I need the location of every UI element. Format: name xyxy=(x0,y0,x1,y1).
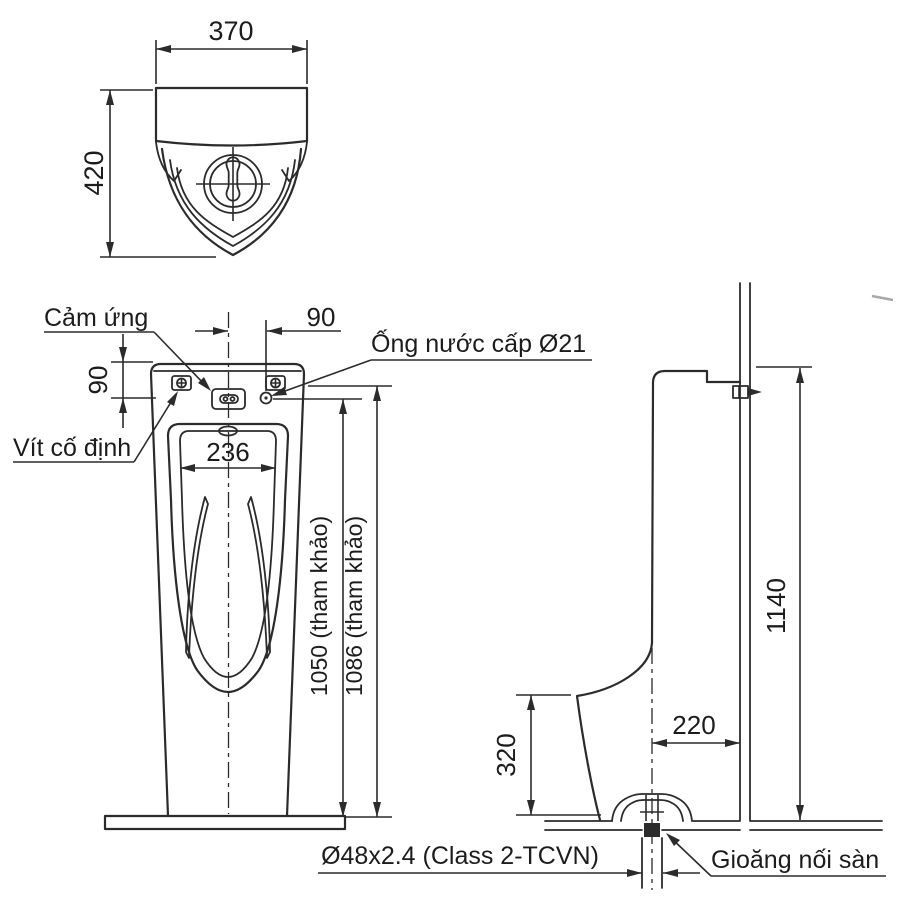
dim-1086-text: 1086 (tham khảo) xyxy=(341,516,367,696)
dim-90v-extension-lines xyxy=(111,361,156,399)
front-fixing-screw-left xyxy=(171,375,192,391)
dim-320-arrow-bottom xyxy=(527,800,535,815)
top-view-drain-slot xyxy=(225,156,241,202)
dim-1050-text: 1050 (tham khảo) xyxy=(306,516,332,696)
label-screw-leader xyxy=(133,393,177,463)
top-view-bowl-inner-2 xyxy=(176,167,289,238)
label-supply-leader xyxy=(273,359,372,396)
dim-320-extension-lines xyxy=(516,694,601,816)
label-supply-arrow xyxy=(271,387,287,396)
dim-90h-text: 90 xyxy=(307,302,336,332)
front-bowl-rim-inner xyxy=(179,430,277,678)
dim-236-arrow-right xyxy=(261,464,276,472)
label-sensor-leader xyxy=(153,331,208,388)
dim-90v-arrow-top xyxy=(119,347,127,362)
dim-370-extension-lines xyxy=(155,40,308,84)
dim-320-text: 320 xyxy=(491,733,521,776)
dim-370-arrow-left xyxy=(156,45,171,53)
dim-1140-arrow-top xyxy=(796,368,804,383)
dim-90h-arrow-left xyxy=(213,327,228,335)
label-sensor-text: Cảm ứng xyxy=(44,304,148,332)
dim-420-arrow-top xyxy=(106,90,114,105)
top-view-bowl-inner-1 xyxy=(169,159,296,247)
dim-1086-arrow-top xyxy=(373,386,381,401)
label-screw-text: Vít cố định xyxy=(13,434,131,462)
label-sensor-arrow xyxy=(198,377,211,391)
scan-artifact xyxy=(871,294,894,302)
dim-370-text: 370 xyxy=(208,16,253,46)
front-bowl-wing-left xyxy=(185,496,209,659)
label-drain-spec-arrow-right xyxy=(663,869,678,877)
front-base-plate xyxy=(103,814,347,831)
dim-1140-arrow-bottom xyxy=(796,805,804,820)
side-gasket-outer xyxy=(611,793,693,822)
front-sensor-dot-left xyxy=(222,396,229,402)
label-drain-spec-text: Ø48x2.4 (Class 2-TCVN) xyxy=(321,842,599,870)
side-floor-lines xyxy=(544,820,883,831)
top-view-right-notch xyxy=(281,141,308,182)
dim-90h-arrow-right xyxy=(267,327,282,335)
front-body-outline xyxy=(149,362,306,818)
top-view-drain-crosshair xyxy=(196,147,270,221)
bottom-callouts: Ø48x2.4 (Class 2-TCVN) Gioăng nối sàn xyxy=(318,833,886,877)
dim-1140-text: 1140 xyxy=(761,578,791,634)
dim-1050-extension-lines xyxy=(273,398,392,818)
dim-220-text: 220 xyxy=(672,710,715,740)
dim-370-arrow-right xyxy=(292,45,307,53)
dim-1050-arrow-bottom xyxy=(339,802,347,817)
dim-1050-arrow-top xyxy=(339,399,347,414)
front-supply-hole-dot xyxy=(264,396,268,400)
side-supply-fitting-arrow xyxy=(748,388,762,396)
dim-1086-arrow-bottom xyxy=(373,802,381,817)
front-screw-right-cross xyxy=(271,378,280,388)
label-supply-text: Ống nước cấp Ø21 xyxy=(371,328,586,358)
front-screw-left-body xyxy=(171,375,192,391)
side-body-outline xyxy=(575,369,742,822)
front-sensor-dot-right xyxy=(229,396,236,402)
dim-90v-text: 90 xyxy=(83,366,113,395)
side-view: 1140 320 220 xyxy=(491,282,894,890)
label-gasket-text: Gioăng nối sàn xyxy=(711,846,879,874)
front-fixing-screw-right xyxy=(265,375,286,391)
top-view-bowl-outer xyxy=(160,147,303,257)
dim-420-arrow-bottom xyxy=(106,242,114,257)
label-gasket-arrow xyxy=(666,833,680,846)
front-bowl-wing-right xyxy=(247,496,271,659)
dim-90v-arrow-bottom xyxy=(119,398,127,413)
label-screw-arrow xyxy=(167,391,178,406)
front-screw-left-cross xyxy=(177,378,186,388)
dim-220-arrow-right xyxy=(725,739,740,747)
top-view-body-band xyxy=(154,86,309,147)
dim-420-text: 420 xyxy=(79,150,109,195)
dim-236-text: 236 xyxy=(206,437,249,467)
front-view: 90 90 236 1050 (tham khảo) 1086 (tham kh… xyxy=(13,302,592,831)
front-supply-hole xyxy=(259,391,273,405)
label-drain-spec-arrow-left xyxy=(627,869,642,877)
dim-420-extension-lines xyxy=(100,89,216,258)
dim-236-arrow-left xyxy=(180,464,195,472)
side-pipe-below-floor xyxy=(641,837,663,889)
top-view: 370 420 xyxy=(79,16,309,258)
dim-320-arrow-top xyxy=(527,695,535,710)
dim-220-arrow-left xyxy=(652,739,667,747)
side-pipe-wall xyxy=(739,282,751,821)
